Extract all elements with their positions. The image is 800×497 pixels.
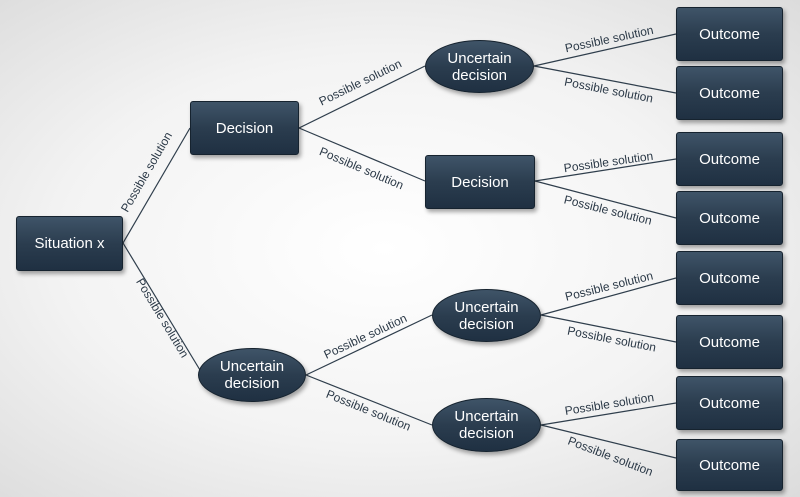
edge-label: Possible solution (564, 23, 655, 55)
outcome-node: Outcome (676, 7, 783, 61)
connector (305, 314, 433, 376)
edge-label: Possible solution (563, 149, 654, 175)
outcome-node: Outcome (676, 439, 783, 491)
edge-label: Possible solution (566, 324, 657, 355)
connector (534, 180, 677, 219)
connector (298, 65, 426, 129)
edge-label: Possible solution (563, 75, 654, 106)
connector (540, 277, 677, 316)
connector (540, 424, 677, 459)
connector (122, 127, 191, 244)
decision-node: Decision (190, 101, 299, 155)
edge-label: Possible solution (324, 387, 413, 434)
connector (534, 158, 677, 182)
edge-label: Possible solution (317, 144, 405, 192)
connector (298, 127, 426, 182)
outcome-node: Outcome (676, 251, 783, 305)
decision-node: Decision (425, 155, 535, 209)
connector (533, 65, 677, 94)
uncertain-decision-node: Uncertain decision (425, 40, 534, 93)
uncertain-decision-node: Uncertain decision (432, 289, 541, 342)
connector (122, 242, 204, 376)
connector (540, 314, 677, 343)
situation-node: Situation x (16, 216, 123, 271)
edge-label: Possible solution (564, 268, 655, 303)
outcome-node: Outcome (676, 315, 783, 369)
outcome-node: Outcome (676, 376, 783, 430)
connector (533, 33, 677, 67)
uncertain-decision-node: Uncertain decision (432, 398, 541, 452)
edge-label: Possible solution (566, 434, 655, 479)
outcome-node: Outcome (676, 132, 783, 186)
uncertain-decision-node: Uncertain decision (198, 348, 306, 402)
connector (305, 374, 433, 426)
outcome-node: Outcome (676, 66, 783, 120)
edge-label: Possible solution (133, 276, 191, 360)
edge-label: Possible solution (563, 192, 654, 227)
connector (540, 402, 677, 426)
outcome-node: Outcome (676, 191, 783, 245)
edge-label: Possible solution (322, 311, 410, 362)
